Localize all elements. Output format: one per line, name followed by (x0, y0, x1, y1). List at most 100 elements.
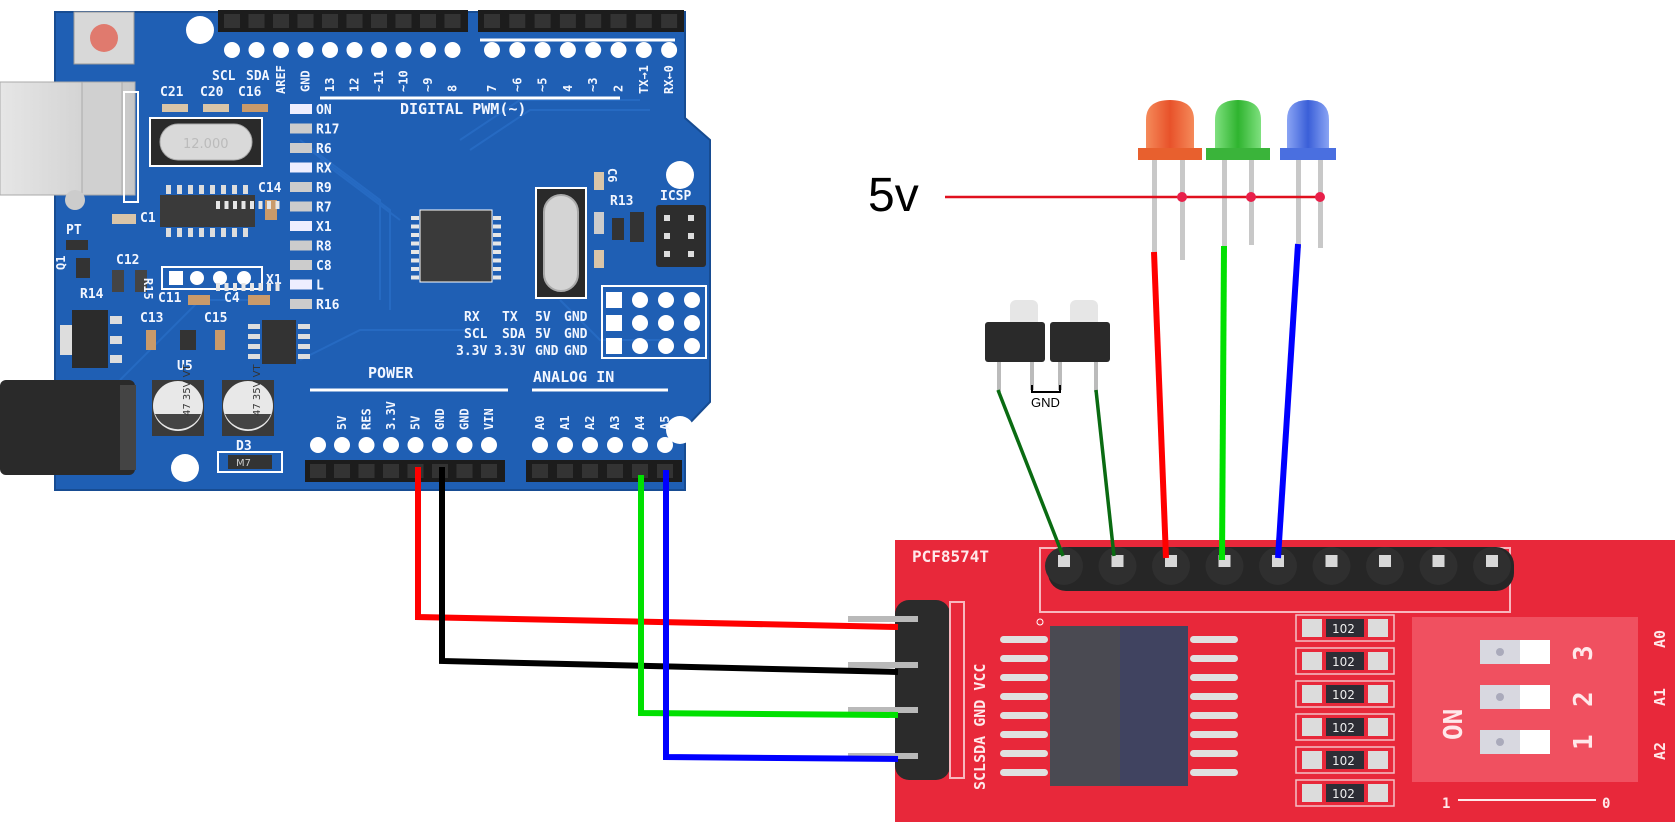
pin-hole (297, 42, 314, 58)
pad-label: 3.3V (494, 344, 525, 359)
io-pin[interactable] (1325, 555, 1338, 567)
header-socket[interactable] (420, 14, 436, 28)
header-socket[interactable] (334, 464, 350, 478)
pin-hole (582, 437, 598, 453)
header-socket[interactable] (297, 14, 314, 28)
pad-label: SCL (464, 327, 488, 342)
header-socket[interactable] (273, 14, 289, 28)
pin-hole (432, 437, 448, 453)
header-socket[interactable] (371, 14, 387, 28)
power-pin-label: VIN (482, 408, 496, 430)
header-socket[interactable] (661, 14, 678, 28)
label-c4: C4 (224, 291, 240, 306)
header-socket[interactable] (585, 14, 602, 28)
wire-a5-to-scl (663, 470, 899, 762)
main-crystal (535, 187, 587, 299)
resistor-marking: 102 (1332, 787, 1355, 801)
header-socket[interactable] (322, 14, 338, 28)
resistor (1326, 784, 1364, 802)
wire-red-led-to-p2 (1151, 251, 1169, 559)
io-pin[interactable] (1432, 555, 1445, 567)
led-blue (1280, 100, 1336, 248)
io-pin[interactable] (1486, 555, 1498, 567)
pcf8574-label: PCF8574T (912, 547, 989, 566)
label-r8: R8 (316, 240, 332, 255)
pin-label: ~6 (510, 78, 524, 92)
reset-button[interactable] (73, 11, 135, 65)
pin-hole (484, 42, 500, 58)
header-socket[interactable] (632, 464, 648, 478)
icsp-header (656, 205, 706, 267)
label-c20: C20 (200, 85, 224, 100)
header-socket[interactable] (559, 14, 576, 28)
io-pin[interactable] (1379, 555, 1391, 567)
header-socket[interactable] (582, 464, 598, 478)
dip-scale-0: 0 (1602, 796, 1610, 812)
header-socket[interactable] (383, 464, 399, 478)
pad-label: RX (464, 310, 480, 325)
pin-label: 4 (561, 85, 575, 92)
pin-hole (557, 437, 573, 453)
header-socket[interactable] (635, 14, 652, 28)
header-socket[interactable] (509, 14, 526, 28)
supply-5v-label: 5v (868, 169, 919, 222)
label-r7: R7 (316, 201, 332, 216)
pin-hole (661, 42, 678, 58)
io-pin[interactable] (1111, 555, 1124, 567)
pin-hole (534, 42, 551, 58)
header-socket[interactable] (607, 464, 623, 478)
wire-5v-to-vcc (415, 467, 899, 630)
header-socket[interactable] (484, 14, 500, 28)
analog-pin-label: A1 (558, 416, 572, 430)
pin-label: ~3 (586, 78, 600, 92)
mounting-hole (666, 416, 694, 444)
cap-marking: 47 35V VT (252, 364, 263, 416)
label-c1: C1 (140, 211, 156, 226)
header-socket[interactable] (610, 14, 627, 28)
pin-label: SDA (246, 69, 270, 84)
header-socket[interactable] (395, 14, 412, 28)
header-socket[interactable] (248, 14, 265, 28)
header-socket[interactable] (224, 14, 240, 28)
atmega-microcontroller (216, 201, 501, 291)
header-socket[interactable] (456, 464, 473, 478)
wire-button2-to-p1 (1094, 389, 1116, 557)
pin-label: SCL (212, 69, 236, 84)
label-c16: C16 (238, 85, 262, 100)
push-button-2[interactable] (1050, 300, 1110, 392)
header-socket[interactable] (557, 464, 573, 478)
address-dip-switch[interactable] (1412, 617, 1638, 782)
label-c8: C8 (316, 259, 332, 274)
pin-hole (444, 42, 461, 58)
power-pin-label: GND (433, 408, 447, 430)
io-pin[interactable] (1058, 555, 1070, 567)
header-socket[interactable] (481, 464, 497, 478)
push-button-1[interactable] (985, 300, 1045, 392)
pcb-traces (119, 99, 660, 381)
dc-power-jack (0, 380, 136, 475)
label-c13: C13 (140, 311, 163, 326)
button-gnd-link (1031, 385, 1061, 393)
pad-label: 5V (535, 310, 551, 325)
pcf8574-chip (1000, 618, 1238, 786)
pin-label: 7 (485, 85, 499, 92)
dip-on-label: ON (1439, 709, 1469, 740)
crystal-oscillator: 12.000 (149, 117, 263, 167)
dip-number-1: 1 (1569, 734, 1599, 750)
electrolytic-capacitor: 47 35V VT (152, 364, 204, 436)
header-socket[interactable] (346, 14, 363, 28)
io-pin[interactable] (1165, 555, 1177, 567)
header-socket[interactable] (532, 464, 548, 478)
pin-hole (635, 42, 652, 58)
pin-label: 12 (348, 78, 362, 92)
mounting-hole (186, 16, 214, 44)
pin-hole (532, 437, 548, 453)
header-socket[interactable] (534, 14, 551, 28)
analog-pin-label: A4 (633, 416, 647, 430)
analog-pin-label: A5 (658, 416, 672, 430)
header-socket[interactable] (444, 14, 461, 28)
header-socket[interactable] (358, 464, 375, 478)
